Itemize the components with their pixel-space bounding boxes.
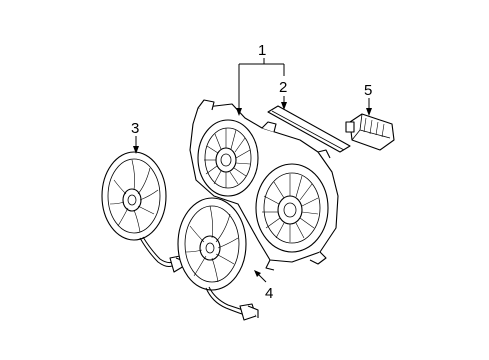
- seal-strip: [267, 105, 351, 153]
- right-fan-motor: [177, 197, 259, 321]
- callout-5: 5: [364, 82, 372, 99]
- callout-2: 2: [279, 79, 287, 96]
- callout-1: 1: [258, 42, 266, 59]
- fan-control-module: [345, 113, 395, 151]
- callout-3: 3: [131, 120, 139, 137]
- left-fan-motor: [101, 151, 187, 273]
- callout-4: 4: [265, 285, 273, 302]
- fan-shroud-assembly: [189, 99, 339, 271]
- leader-lines: [133, 58, 372, 283]
